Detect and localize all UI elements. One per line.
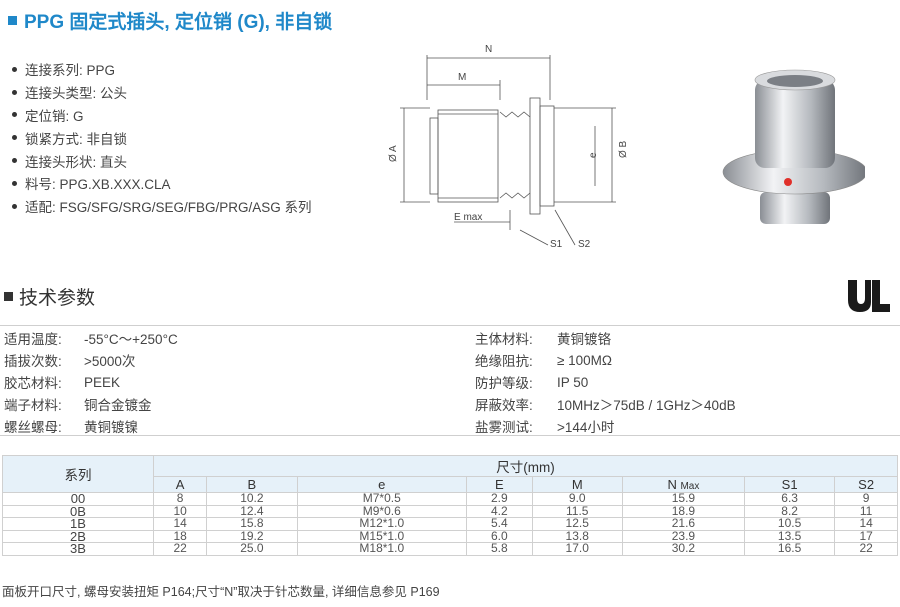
section-marker: [4, 292, 13, 301]
list-item: 料号: PPG.XB.XXX.CLA: [6, 172, 336, 195]
spec-column-left: 适用温度:-55°C～+250°C 插拔次数:>5000次 胶芯材料:PEEK …: [4, 325, 178, 437]
cell: 25.0: [206, 542, 298, 556]
bullet-icon: [12, 135, 17, 141]
feature-list: 连接系列: PPG 连接头类型: 公头 定位销: G 锁紧方式: 非自锁 连接头…: [6, 58, 336, 218]
product-photo: [722, 69, 865, 224]
list-item: 锁紧方式: 非自锁: [6, 126, 336, 149]
table-row: 3B 22 25.0 M18*1.0 5.8 17.0 30.2 16.5 22: [2, 542, 898, 556]
spec-row: 适用温度:-55°C～+250°C: [4, 332, 178, 347]
bullet-icon: [12, 112, 17, 118]
cell: 5.8: [466, 542, 533, 556]
cell: 30.2: [621, 542, 745, 556]
footnote: 面板开口尺寸, 螺母安装扭矩 P164;尺寸“N”取决于针芯数量, 详细信息参见…: [2, 585, 440, 599]
cell: 17.0: [531, 542, 623, 556]
series-header: 系列: [2, 455, 154, 493]
list-item: 适配: FSG/SFG/SRG/SEG/FBG/PRG/ASG 系列: [6, 195, 336, 218]
cell: 22: [834, 542, 898, 556]
spec-row: 端子材料:铜合金镀金: [4, 398, 152, 413]
dim-label-e: e: [588, 152, 599, 158]
spec-row: 绝缘阻抗:≥ 100MΩ: [475, 352, 613, 370]
cell: 16.5: [743, 542, 836, 556]
ul-certification-logo: [848, 280, 890, 312]
column-header: S2: [834, 476, 898, 493]
dim-label-b: Ø B: [618, 140, 629, 158]
section-title: 技术参数: [19, 288, 96, 309]
table-row: 0B 10 12.4 M9*0.6 4.2 11.5 18.9 8.2 11: [2, 504, 898, 518]
column-header-sub: Max: [680, 481, 700, 492]
column-header: B: [206, 476, 298, 493]
list-item: 连接系列: PPG: [6, 58, 336, 81]
title-marker: [8, 15, 17, 25]
column-header: S1: [743, 476, 836, 493]
spec-row: 插拔次数:>5000次: [4, 354, 136, 369]
divider: [0, 325, 900, 326]
bullet-icon: [12, 89, 17, 95]
bullet-icon: [12, 66, 17, 72]
dimension-group-header: 尺寸(mm): [153, 455, 898, 477]
spec-row: 防护等级:IP 50: [475, 374, 589, 392]
list-item: 连接头形状: 直头: [6, 149, 336, 172]
bullet-icon: [12, 180, 17, 186]
dim-label-e-max: E max: [454, 212, 482, 223]
cell: M18*1.0: [296, 542, 468, 556]
table-row: 2B 18 19.2 M15*1.0 6.0 13.8 23.9 13.5 17: [2, 529, 898, 543]
technical-drawing: N M Ø A e Ø B E max S1 S2: [388, 44, 629, 250]
list-item: 定位销: G: [6, 104, 336, 127]
divider: [0, 435, 900, 436]
dim-label-s2: S2: [578, 239, 591, 250]
spec-row: 盐雾测试:>144小时: [475, 420, 615, 435]
bullet-icon: [12, 203, 17, 209]
section-header: 技术参数: [4, 283, 95, 310]
page-title: PPG 固定式插头, 定位销 (G), 非自锁: [8, 6, 332, 34]
cell: 22: [152, 542, 208, 556]
title-text: PPG 固定式插头, 定位销 (G), 非自锁: [24, 11, 333, 33]
dim-label-m: M: [458, 72, 466, 83]
spec-column-right: 主体材料:黄铜镀铬 绝缘阻抗:≥ 100MΩ 防护等级:IP 50 屏蔽效率:1…: [475, 325, 736, 437]
bullet-icon: [12, 158, 17, 164]
dim-label-n: N: [485, 44, 492, 55]
table-row: 00 8 10.2 M7*0.5 2.9 9.0 15.9 6.3 9: [2, 492, 898, 506]
spec-row: 屏蔽效率:10MHz＞75dB / 1GHz＞40dB: [475, 398, 736, 413]
table-row: 1B 14 15.8 M12*1.0 5.4 12.5 21.6 10.5 14: [2, 517, 898, 531]
dim-label-a: Ø A: [388, 145, 399, 162]
column-header: E: [466, 476, 533, 493]
column-header: A: [152, 476, 208, 493]
cell-series: 2B: [2, 529, 154, 543]
cell-series: 3B: [2, 542, 154, 556]
column-header: e: [296, 476, 468, 493]
list-item: 连接头类型: 公头: [6, 81, 336, 104]
dimension-table: 系列 尺寸(mm) A B e E M N Max S1 S2 00 8 10.…: [2, 455, 898, 556]
column-header: N Max: [621, 476, 745, 493]
spec-row: 胶芯材料:PEEK: [4, 374, 121, 392]
column-header: M: [531, 476, 623, 493]
spec-row: 主体材料:黄铜镀铬: [475, 332, 611, 347]
dim-label-s1: S1: [550, 239, 563, 250]
spec-row: 螺丝螺母:黄铜镀镍: [4, 420, 138, 435]
